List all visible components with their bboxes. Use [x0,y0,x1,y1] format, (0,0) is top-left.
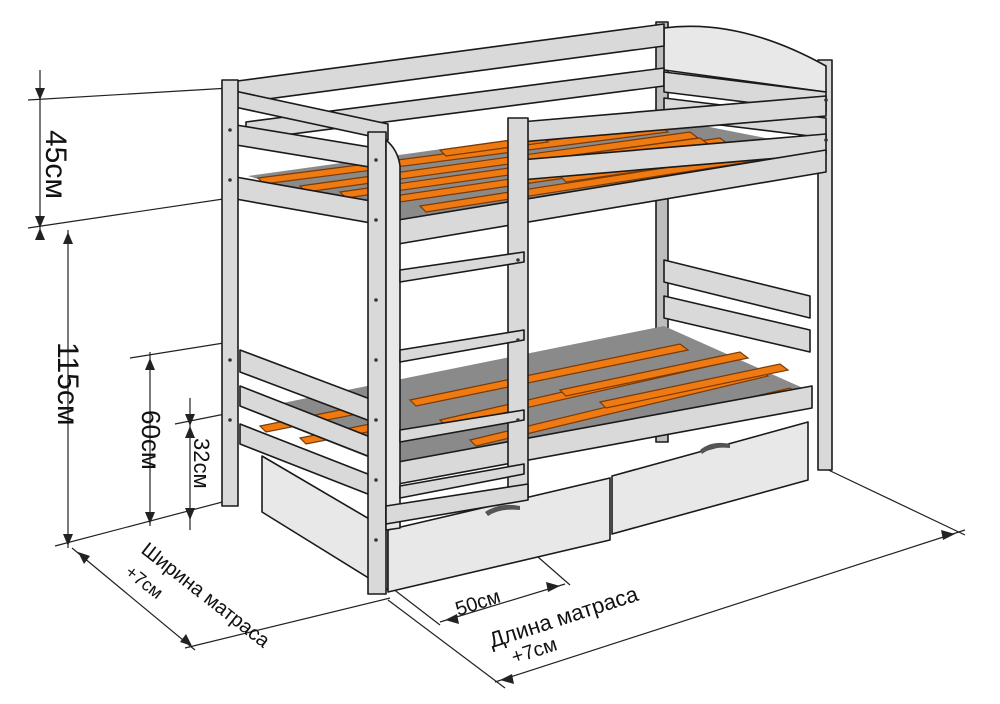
ladder [399,117,529,499]
label-45cm: 45см [39,130,72,199]
front-post-left [367,131,387,595]
label-60cm: 60см [136,410,166,470]
label-50cm: 50см [453,586,504,621]
label-32cm: 32см [189,438,214,489]
drawer-front-2 [611,421,809,535]
label-115cm: 115см [51,342,84,425]
bed-structure [221,21,833,595]
front-post-left-back [221,79,239,507]
drawer-front-1 [387,477,611,593]
dimension-lines [27,70,966,689]
headboard-top [663,25,827,93]
ladder-rail [507,117,529,499]
